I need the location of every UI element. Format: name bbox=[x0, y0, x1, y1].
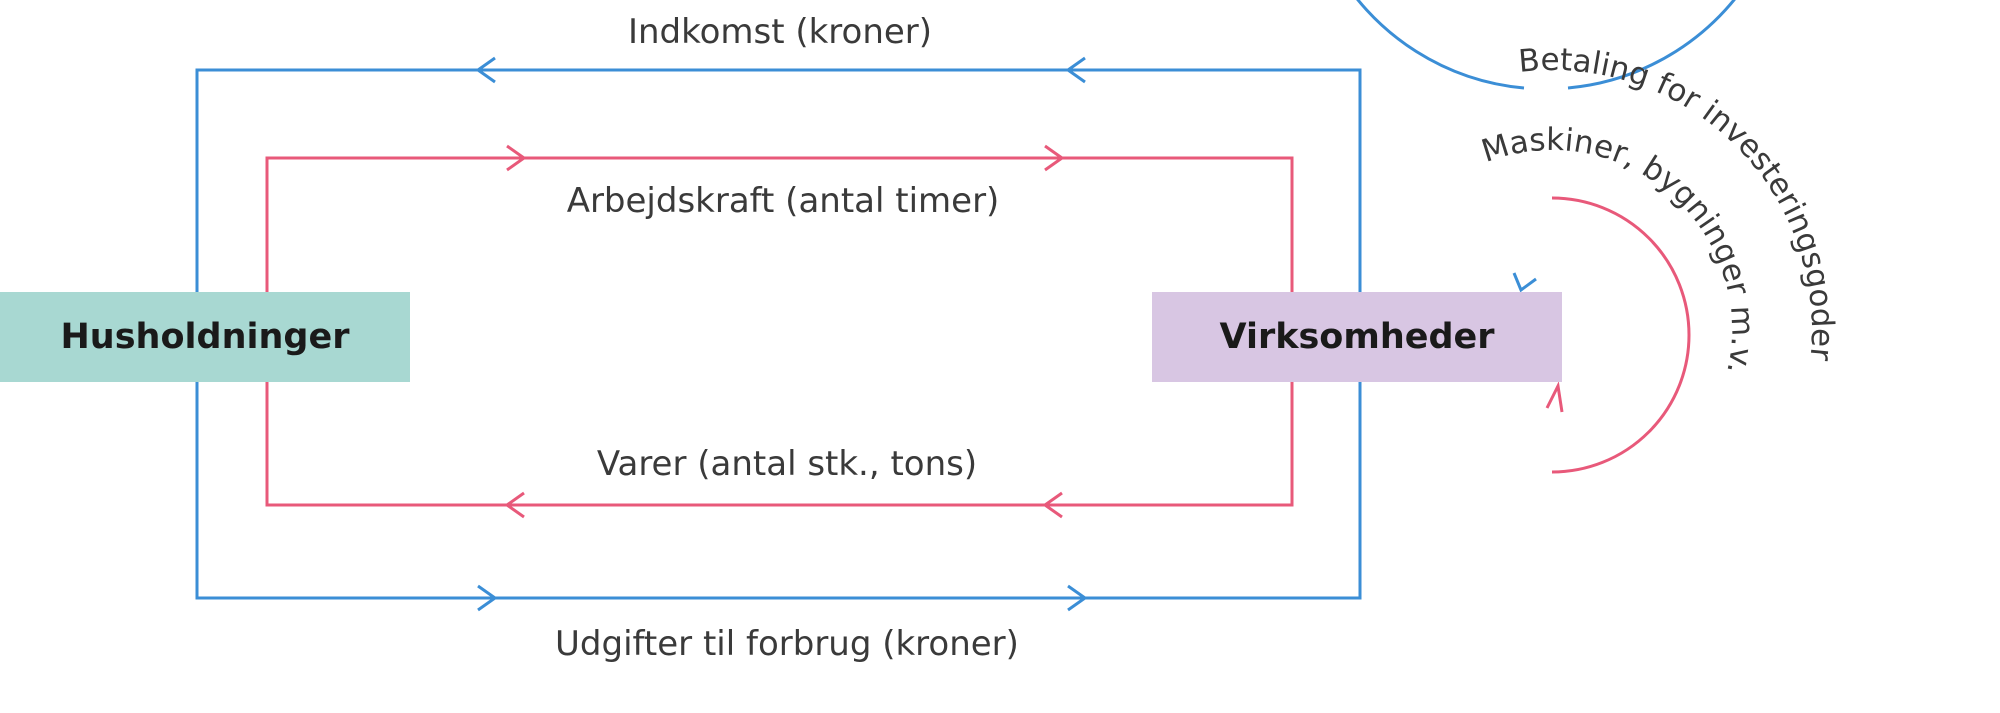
households-label: Husholdninger bbox=[61, 317, 351, 357]
labour-arrow-2 bbox=[1044, 144, 1065, 172]
real-flow-rectangle bbox=[265, 156, 1294, 507]
capital-goods-arrowhead bbox=[1545, 381, 1564, 413]
goods-label: Varer (antal stk., tons) bbox=[597, 444, 977, 484]
capital-goods-arc bbox=[1551, 196, 1691, 474]
firms-box bbox=[1152, 292, 1562, 382]
households-box bbox=[0, 292, 410, 382]
investment-payment-arrowhead bbox=[1512, 272, 1537, 293]
money-flow-loop bbox=[195, 56, 1362, 612]
consumption-label: Udgifter til forbrug (kroner) bbox=[555, 624, 1019, 664]
goods-arrow-1 bbox=[504, 491, 525, 519]
firms-label: Virksomheder bbox=[1219, 317, 1495, 357]
income-arrow-1 bbox=[475, 56, 496, 84]
money-flow-rectangle bbox=[195, 68, 1362, 600]
consumption-arrow-1 bbox=[477, 584, 498, 612]
income-arrow-2 bbox=[1065, 56, 1086, 84]
labour-label: Arbejdskraft (antal timer) bbox=[567, 181, 1000, 221]
income-label: Indkomst (kroner) bbox=[628, 12, 932, 52]
consumption-arrow-2 bbox=[1067, 584, 1088, 612]
real-flow-loop bbox=[265, 144, 1294, 519]
goods-arrow-2 bbox=[1042, 491, 1063, 519]
labour-arrow-1 bbox=[506, 144, 527, 172]
